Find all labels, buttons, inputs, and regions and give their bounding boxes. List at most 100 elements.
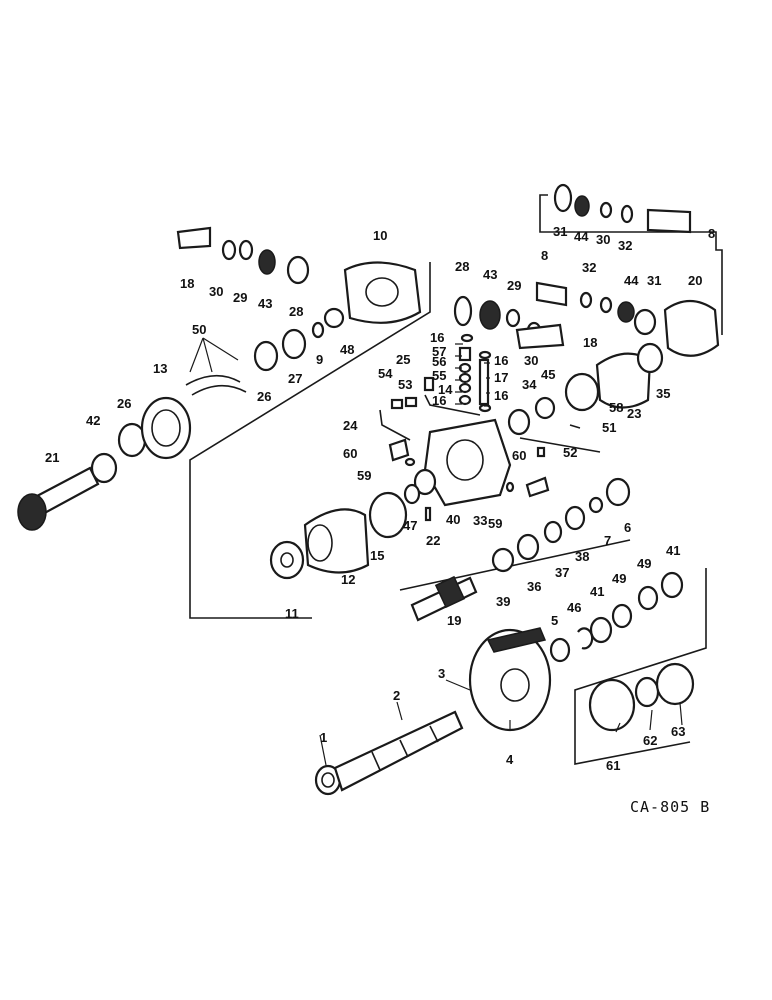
part-35-plate — [636, 342, 664, 374]
part-62-gasket — [634, 676, 660, 708]
part-20-housing — [663, 299, 720, 357]
part-49-bearing-cone — [611, 603, 633, 629]
callout-4: 4 — [506, 752, 514, 767]
upper-left-parts — [176, 226, 310, 285]
part-54-clip — [390, 398, 404, 410]
callout-49b: 49 — [637, 556, 651, 571]
callout-22: 22 — [426, 533, 440, 548]
part-10-housing — [343, 261, 422, 324]
part-55-ring — [458, 372, 472, 384]
callout-26b: 26 — [257, 389, 271, 404]
callout-25: 25 — [396, 352, 410, 367]
part-43-bearing-b — [479, 300, 501, 330]
part-41-bearing-cup-b — [660, 571, 684, 599]
part-57-valve — [458, 346, 472, 362]
callout-50: 50 — [192, 322, 206, 337]
callout-30b: 30 — [524, 353, 538, 368]
drawing-code: CA-805 B — [630, 798, 710, 816]
right-center-parts — [453, 281, 720, 498]
callout-1: 1 — [320, 730, 327, 745]
part-42-bearing — [90, 452, 118, 484]
callout-58: 58 — [609, 400, 623, 415]
callout-41a: 41 — [590, 584, 604, 599]
callout-49a: 49 — [612, 571, 626, 586]
callout-8a: 8 — [708, 226, 715, 241]
callout-34: 34 — [522, 377, 537, 392]
upper-left-frame — [189, 262, 431, 619]
part-26-cup-b — [253, 340, 279, 372]
callout-60a: 60 — [343, 446, 357, 461]
callout-13: 13 — [153, 361, 167, 376]
callout-30c: 30 — [596, 232, 610, 247]
part-44-bearing-b — [574, 195, 590, 217]
part-7-washer — [588, 496, 604, 514]
callout-3: 3 — [438, 666, 445, 681]
callout-14: 14 — [438, 382, 453, 397]
callout-17: 17 — [494, 370, 508, 385]
middle-right-frame — [399, 539, 631, 591]
callout-62: 62 — [643, 733, 657, 748]
lower-right-frame — [574, 568, 707, 765]
part-63-cover — [655, 662, 695, 706]
part-16-seal-c — [478, 350, 492, 360]
callout-36: 36 — [527, 579, 541, 594]
shaft-19-group — [410, 477, 631, 622]
callout-38: 38 — [575, 549, 589, 564]
part-60-fitting — [388, 438, 410, 462]
callout-10: 10 — [373, 228, 387, 243]
part-44-bearing — [617, 301, 635, 323]
callout-20: 20 — [688, 273, 702, 288]
callout-42: 42 — [86, 413, 100, 428]
callout-24: 24 — [343, 418, 358, 433]
part-47-ring — [403, 483, 421, 505]
callout-8b: 8 — [541, 248, 548, 263]
part-43-bearing — [258, 249, 276, 275]
callout-19: 19 — [447, 613, 461, 628]
callout-29a: 29 — [233, 290, 247, 305]
callout-16c: 16 — [432, 393, 446, 408]
part-51-tube — [519, 424, 601, 453]
callout-63: 63 — [671, 724, 685, 739]
callout-18b: 18 — [583, 335, 597, 350]
callout-52: 52 — [563, 445, 577, 460]
part-23-rotor — [595, 352, 652, 409]
part-36-race — [516, 533, 540, 561]
callouts: 1 2 3 4 5 6 7 8 8 9 10 11 12 13 14 15 16… — [45, 224, 715, 773]
callout-61: 61 — [606, 758, 620, 773]
callout-56: 56 — [432, 354, 446, 369]
part-58-plate — [564, 372, 600, 412]
callout-59b: 59 — [488, 516, 502, 531]
part-8-stub — [535, 281, 568, 307]
callout-21: 21 — [45, 450, 59, 465]
part-29-shim — [238, 239, 254, 261]
callout-39: 39 — [496, 594, 510, 609]
callout-27: 27 — [288, 371, 302, 386]
part-14-ring — [458, 382, 472, 394]
callout-28b: 28 — [455, 259, 469, 274]
callout-16a: 16 — [430, 330, 444, 345]
part-17-valve-stem — [478, 358, 490, 406]
main-shaft-group — [314, 627, 552, 796]
callout-5: 5 — [551, 613, 558, 628]
part-34-ring — [507, 408, 531, 436]
callout-53: 53 — [398, 377, 412, 392]
part-11-washer — [269, 540, 305, 580]
callout-59a: 59 — [357, 468, 371, 483]
part-38-ring — [564, 505, 586, 531]
part-30-washer — [221, 239, 237, 261]
upper-right-parts — [553, 183, 692, 234]
part-29-shim-b — [505, 308, 521, 328]
part-33-housing — [423, 418, 512, 507]
part-37-ring — [543, 520, 563, 544]
callout-46: 46 — [567, 600, 581, 615]
callout-43a: 43 — [258, 296, 272, 311]
callout-55: 55 — [432, 368, 446, 383]
part-25-fitting — [423, 376, 435, 392]
callout-40: 40 — [446, 512, 460, 527]
part-9-washer — [311, 321, 325, 339]
part-28-cup-b — [453, 295, 473, 327]
callout-35: 35 — [656, 386, 670, 401]
part-22-pin — [424, 506, 432, 522]
part-8-stub-b — [646, 208, 692, 234]
